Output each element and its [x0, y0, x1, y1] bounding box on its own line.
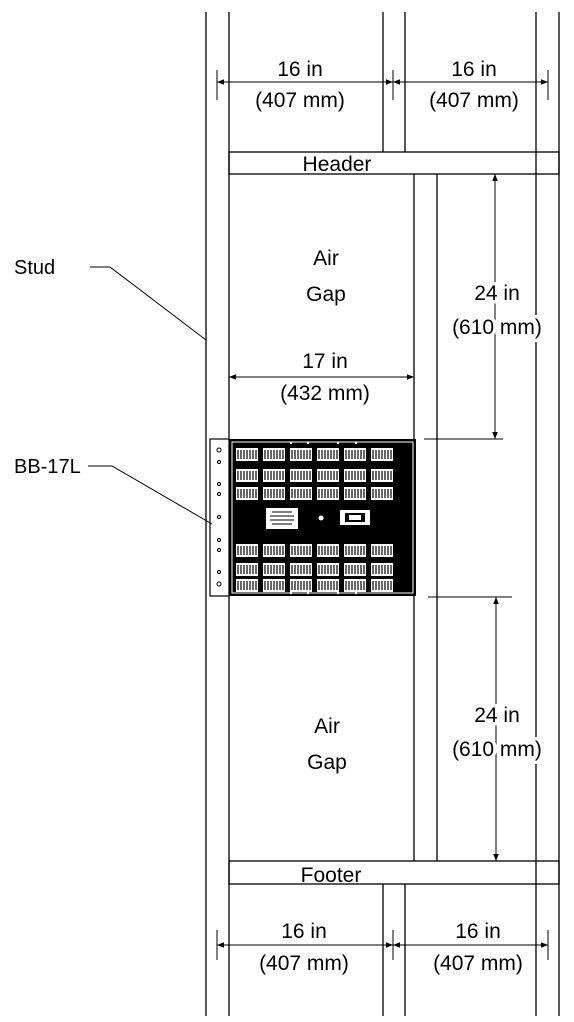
dimension-lower-gap-in: 24 in [474, 704, 520, 727]
device-label-plate [266, 508, 298, 529]
callout-device: BB-17L [14, 456, 213, 525]
dimension-bottom-right-mm: (407 mm) [433, 952, 523, 975]
dimension-width-in: 17 in [302, 350, 348, 373]
air-gap-top-line1: Air [313, 247, 339, 270]
air-gap-bottom-line2: Gap [307, 751, 347, 774]
vent-slots [236, 448, 393, 592]
dimension-top-right: 16 in (407 mm) [393, 55, 549, 112]
dimension-bottom-left: 16 in (407 mm) [216, 917, 394, 975]
dimension-top-left-mm: (407 mm) [255, 89, 345, 112]
device-inner-border [231, 441, 414, 594]
dimension-bottom-right: 16 in (407 mm) [393, 917, 549, 975]
header-plate: Header [228, 151, 560, 176]
dimension-lower-gap: 24 in (610 mm) [428, 596, 545, 861]
bb-17l-device [209, 438, 416, 597]
header-label: Header [303, 153, 372, 176]
device-label: BB-17L [14, 456, 81, 478]
center-screw [318, 515, 324, 521]
dimension-width: 17 in (432 mm) [229, 350, 414, 408]
callout-stud: Stud [14, 257, 207, 341]
dimension-upper-gap-in: 24 in [474, 282, 520, 305]
dimension-top-left-in: 16 in [277, 58, 323, 81]
mounting-flange [209, 438, 230, 597]
dimension-top-right-mm: (407 mm) [429, 89, 519, 112]
dimension-width-mm: (432 mm) [280, 382, 370, 405]
stud-right [535, 12, 560, 1016]
air-gap-top-line2: Gap [306, 283, 346, 306]
dimension-bottom-left-mm: (407 mm) [259, 952, 349, 975]
flange-screw-holes [216, 447, 222, 587]
dimension-upper-gap: 24 in (610 mm) [424, 174, 545, 440]
dimension-top-left: 16 in (407 mm) [216, 55, 394, 112]
dimension-bottom-right-in: 16 in [455, 920, 501, 943]
stud-middle-bottom [382, 884, 406, 1016]
air-gap-bottom-line1: Air [314, 715, 340, 738]
stud-inner [413, 174, 438, 861]
stud-label: Stud [14, 257, 55, 279]
dimension-upper-gap-mm: (610 mm) [452, 316, 542, 339]
dimension-top-right-in: 16 in [451, 58, 497, 81]
dimension-lower-gap-mm: (610 mm) [452, 738, 542, 761]
footer-label: Footer [301, 864, 362, 887]
footer-plate: Footer [228, 860, 560, 887]
dimension-bottom-left-in: 16 in [281, 920, 327, 943]
